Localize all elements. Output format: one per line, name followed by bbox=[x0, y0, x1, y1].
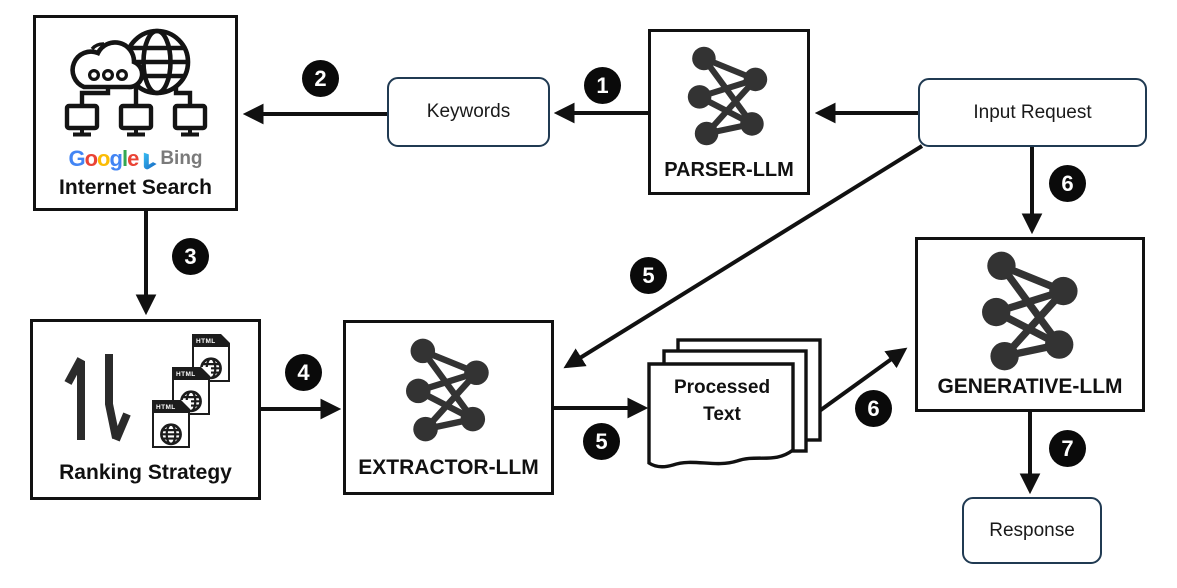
input-request-label: Input Request bbox=[973, 101, 1092, 123]
response-node: Response bbox=[962, 497, 1102, 564]
bing-icon bbox=[144, 152, 157, 169]
document-stack-icon bbox=[647, 338, 822, 469]
html-file-icon: HTML bbox=[172, 366, 211, 415]
step-badge-3: 3 bbox=[172, 238, 209, 275]
step-badge-6: 6 bbox=[855, 390, 892, 427]
step-badge-4: 4 bbox=[285, 354, 322, 391]
globe-icon bbox=[160, 423, 182, 446]
step-badge-5: 5 bbox=[630, 257, 667, 294]
folded-corner bbox=[200, 366, 211, 377]
generative-llm-node: GENERATIVE-LLM bbox=[915, 237, 1145, 412]
parser-llm-label: PARSER-LLM bbox=[664, 159, 794, 181]
internet-search-node: Google Bing Internet Search bbox=[33, 15, 238, 211]
ranking-strategy-label: Ranking Strategy bbox=[59, 461, 232, 484]
html-file-badge: HTML bbox=[194, 336, 228, 347]
neural-network-icon bbox=[683, 43, 779, 149]
search-engine-logos: Google Bing bbox=[36, 146, 235, 172]
html-file-badge: HTML bbox=[174, 369, 208, 380]
folded-corner bbox=[180, 399, 191, 410]
sort-arrows-icon bbox=[64, 354, 131, 442]
step-badge-2: 2 bbox=[302, 60, 339, 97]
keywords-node: Keywords bbox=[387, 77, 550, 147]
bing-label: Bing bbox=[160, 148, 203, 169]
keywords-label: Keywords bbox=[426, 101, 511, 122]
input-request-node: Input Request bbox=[918, 78, 1147, 147]
neural-network-icon bbox=[401, 335, 501, 445]
extractor-llm-label: EXTRACTOR-LLM bbox=[358, 456, 539, 479]
cloud-network-icon bbox=[64, 28, 208, 137]
html-file-badge: HTML bbox=[154, 402, 188, 413]
parser-llm-node: PARSER-LLM bbox=[648, 29, 810, 195]
processed-text-label: Processed Text bbox=[673, 377, 771, 425]
generative-llm-label: GENERATIVE-LLM bbox=[937, 375, 1123, 398]
step-badge-5: 5 bbox=[583, 423, 620, 460]
bing-logo: Bing bbox=[141, 148, 203, 171]
step-badge-1: 1 bbox=[584, 67, 621, 104]
neural-network-icon bbox=[976, 248, 1092, 374]
extractor-llm-node: EXTRACTOR-LLM bbox=[343, 320, 554, 495]
google-logo: Google bbox=[68, 146, 139, 171]
step-badge-6: 6 bbox=[1049, 165, 1086, 202]
ranking-strategy-node: Ranking Strategy bbox=[30, 319, 261, 500]
html-file-icon: HTML bbox=[152, 399, 191, 448]
internet-search-label: Internet Search bbox=[59, 176, 212, 199]
response-label: Response bbox=[989, 519, 1075, 541]
step-badge-7: 7 bbox=[1049, 430, 1086, 467]
processed-text-node: Processed Text bbox=[646, 338, 822, 480]
folded-corner bbox=[220, 333, 231, 344]
